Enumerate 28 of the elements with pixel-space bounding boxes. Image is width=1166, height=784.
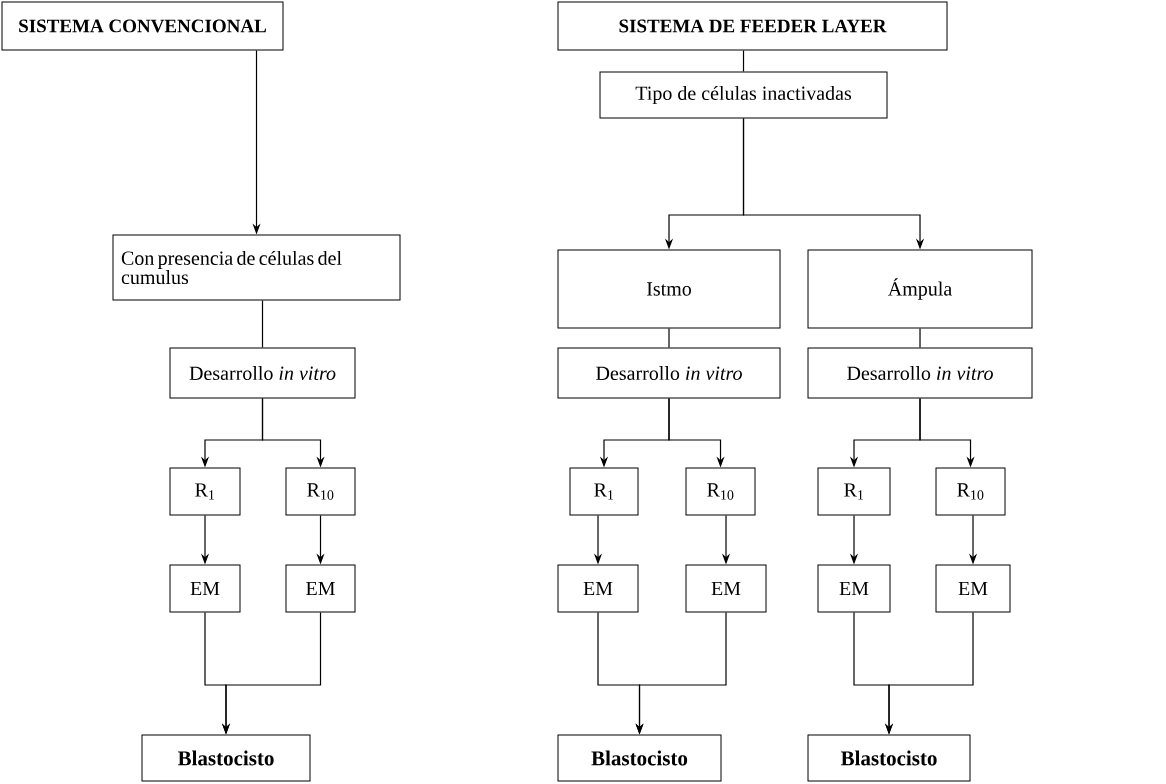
connector-line — [742, 49, 745, 73]
result-box: Blastocisto — [807, 734, 971, 782]
process-box: EM — [557, 564, 639, 613]
process-box: EM — [169, 564, 241, 613]
process-box: Desarrollo in vitro — [807, 347, 1033, 399]
process-box: R$_{1}$ — [169, 467, 241, 516]
process-box: Tipo de células inactivadas — [599, 71, 888, 119]
title-box: SISTEMA DE FEEDER LAYER — [557, 1, 948, 51]
process-box: R$_{10}$ — [285, 467, 356, 516]
process-box: EM — [935, 564, 1011, 613]
process-box: Con presencia de células del cumulus — [112, 234, 401, 301]
process-box: R$_{1}$ — [569, 467, 639, 516]
process-box: EM — [685, 564, 767, 613]
process-box: EM — [817, 564, 891, 613]
process-box: Ámpula — [807, 249, 1033, 329]
process-box: Desarrollo in vitro — [557, 347, 781, 399]
process-box: EM — [285, 564, 356, 613]
process-box: Istmo — [557, 249, 781, 329]
connector-line — [919, 327, 921, 349]
process-box: R$_{10}$ — [685, 467, 756, 516]
process-box: Desarrollo in vitro — [169, 347, 356, 399]
connector-line — [668, 327, 670, 349]
process-box: R$_{10}$ — [935, 467, 1006, 516]
result-box: Blastocisto — [557, 734, 722, 782]
title-box: SISTEMA CONVENCIONAL — [1, 1, 284, 51]
result-box: Blastocisto — [141, 734, 311, 782]
process-box: R$_{1}$ — [817, 467, 891, 516]
connector-line — [261, 299, 264, 349]
